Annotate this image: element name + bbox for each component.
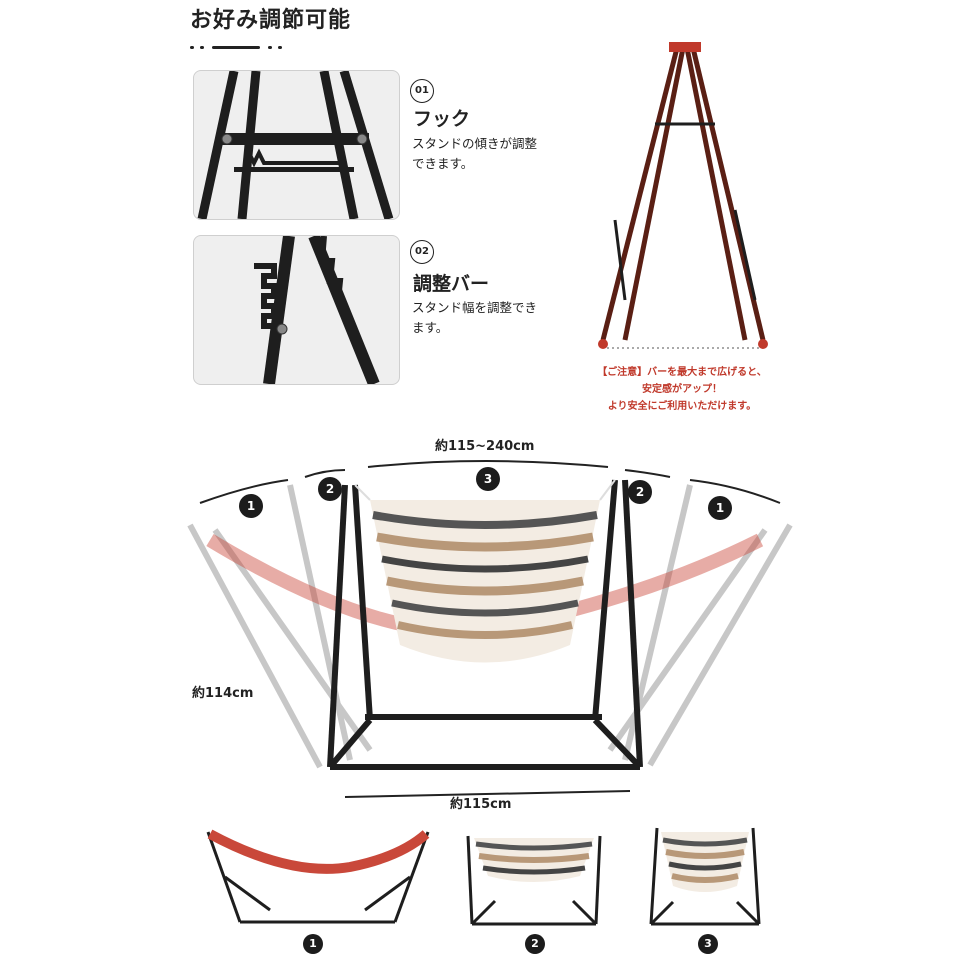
height-label: 約114cm: [192, 686, 254, 701]
angle-badge-1-right: 1: [708, 496, 732, 520]
mode-1-thumbnail: [206, 829, 430, 924]
mode-2-label: 2: [525, 934, 545, 954]
page-title: お好み調節可能: [190, 8, 352, 33]
mode-3-label: 3: [698, 934, 718, 954]
hook-detail-photo: [193, 70, 400, 220]
feature-number-02: 02: [410, 240, 434, 264]
feature-number-01: 01: [410, 79, 434, 103]
mode-1-label: 1: [303, 934, 323, 954]
hook-detail-illustration: [197, 71, 394, 219]
feature-title-hook: フック: [413, 108, 471, 130]
usage-notice: 【ご注意】バーを最大まで広げると、 安定感がアップ！ より安全にご利用いただけま…: [597, 367, 767, 412]
folded-stand-illustration: [598, 42, 768, 349]
feature-desc-hook: スタンドの傾きが調整 できます。: [412, 136, 538, 171]
stand-angle-illustration: [187, 460, 793, 798]
feature-title-adjust-bar: 調整バー: [413, 273, 490, 295]
top-width-label: 約115~240cm: [435, 439, 535, 454]
angle-badge-2-right: 2: [628, 480, 652, 504]
base-width-label: 約115cm: [450, 797, 512, 812]
angle-badge-2-left: 2: [318, 477, 342, 501]
adjust-bar-detail-photo: [193, 235, 400, 385]
mode-3-thumbnail: [649, 827, 761, 926]
feature-desc-adjust-bar: スタンド幅を調整でき ます。: [412, 300, 538, 335]
title-divider: [190, 44, 282, 52]
mode-2-thumbnail: [466, 835, 602, 926]
angle-badge-3: 3: [476, 467, 500, 491]
adjust-bar-detail-illustration: [254, 236, 380, 384]
angle-badge-1-left: 1: [239, 494, 263, 518]
